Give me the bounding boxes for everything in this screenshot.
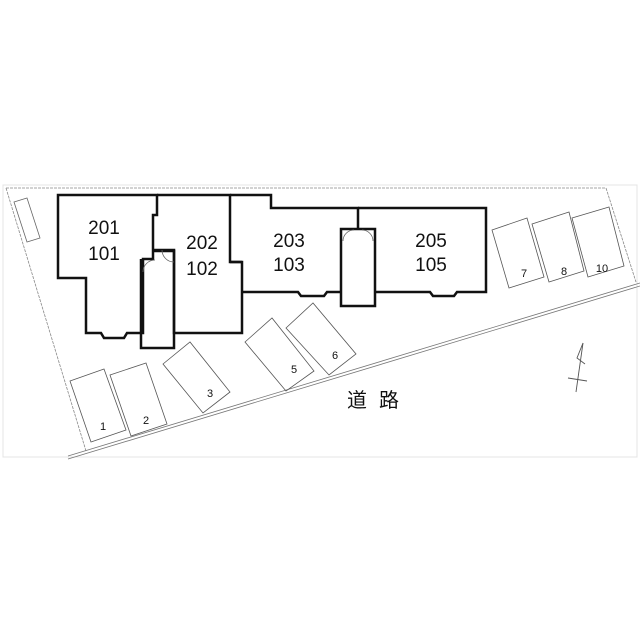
- parking-stall-3: [162, 341, 231, 414]
- parking-stalls: [69, 206, 625, 443]
- stair-core-2: [339, 227, 377, 308]
- unit-205-105-outline: [358, 206, 488, 298]
- door-swings: [142, 229, 374, 273]
- parking-stall-5: [244, 317, 315, 392]
- road-edge: [67, 282, 640, 460]
- unit-label: 103: [273, 255, 305, 276]
- parking-labels: 1 2 3 5 6 7 8 10: [100, 263, 608, 433]
- bike-shed: [13, 197, 41, 243]
- stair-core-1: [139, 248, 176, 350]
- parking-label: 8: [561, 266, 567, 278]
- parking-stall-10: [571, 206, 625, 278]
- unit-201-101-outline: [56, 193, 159, 340]
- parking-stall-2: [109, 362, 168, 437]
- parking-label: 3: [207, 388, 213, 400]
- parking-stall-7: [491, 217, 545, 289]
- parking-label: 7: [521, 268, 527, 280]
- parking-label: 1: [100, 421, 106, 433]
- door-icon: [361, 229, 374, 242]
- parking-label: 5: [291, 364, 297, 376]
- door-icon: [342, 229, 355, 242]
- road-label: 道路: [347, 388, 411, 412]
- unit-label: 201: [88, 218, 120, 239]
- parking-label: 2: [143, 415, 149, 427]
- unit-label: 203: [273, 231, 305, 252]
- unit-203-103-outline: [230, 193, 360, 298]
- building: [56, 193, 488, 350]
- parking-label: 6: [332, 350, 338, 362]
- drawing-frame: [2, 184, 638, 458]
- unit-label: 105: [415, 255, 447, 276]
- parking-stall-1: [69, 368, 127, 443]
- unit-label: 101: [88, 244, 120, 265]
- parking-stall-6: [285, 302, 357, 376]
- parking-stall-8: [531, 211, 585, 283]
- parking-label: 10: [596, 263, 608, 275]
- unit-label: 202: [186, 233, 218, 254]
- door-icon: [142, 259, 156, 273]
- north-arrow-icon: [567, 342, 588, 393]
- door-icon: [161, 249, 175, 263]
- unit-label: 102: [186, 259, 218, 280]
- unit-labels: 201 101 202 102 203 103 205 105: [88, 218, 447, 280]
- site-boundary: [5, 187, 637, 452]
- unit-label: 205: [415, 231, 447, 252]
